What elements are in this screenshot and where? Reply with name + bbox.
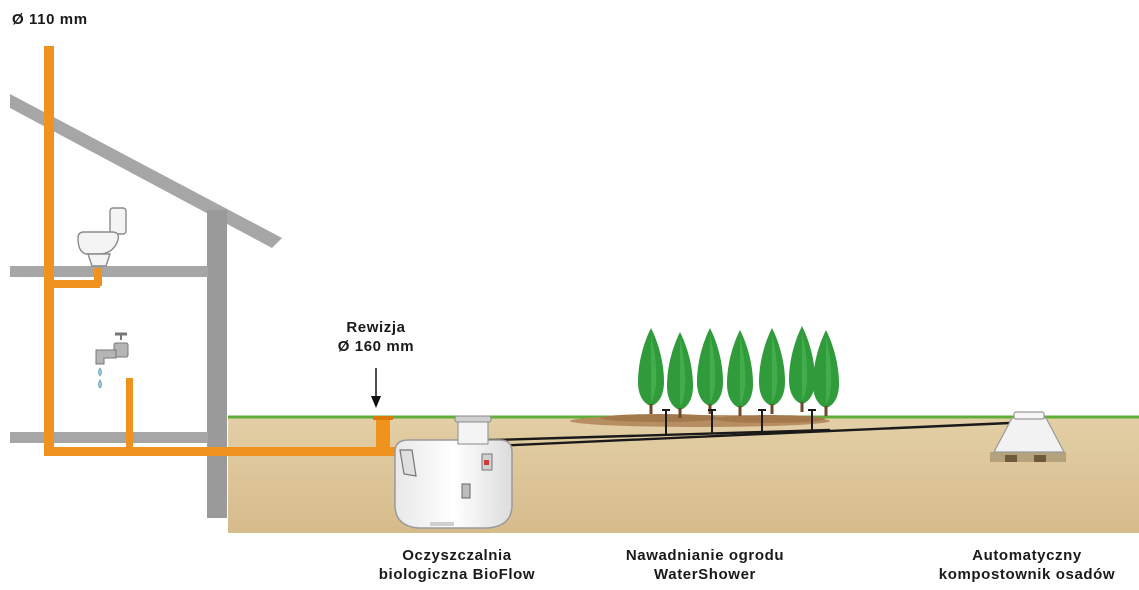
main-drain-pipe xyxy=(48,447,396,456)
trees xyxy=(638,326,839,418)
inspection-pipe xyxy=(376,418,390,450)
tree-icon xyxy=(813,330,839,416)
inspection-label: Rewizja Ø 160 mm xyxy=(306,318,446,356)
inspection-arrow xyxy=(371,368,381,408)
composter-label-line2: kompostownik osadów xyxy=(938,566,1116,583)
treatment-plant-label-line2: biologiczna BioFlow xyxy=(378,566,536,583)
irrigation-label-line1: Nawadnianie ogrodu xyxy=(625,547,785,564)
tree-icon xyxy=(638,328,664,414)
mulch xyxy=(570,414,830,427)
irrigation-label: Nawadnianie ogrodu WaterShower xyxy=(600,546,810,584)
tank-icon xyxy=(394,415,513,529)
tree-icon xyxy=(667,332,693,418)
treatment-plant-label: Oczyszczalnia biologiczna BioFlow xyxy=(352,546,562,584)
sewage-pipes xyxy=(44,46,396,456)
roof xyxy=(10,94,282,248)
composter-label-line1: Automatyczny xyxy=(972,547,1082,564)
treatment-plant-label-line1: Oczyszczalnia xyxy=(402,547,512,564)
tree-icon xyxy=(789,326,815,412)
inspection-label-line2: Ø 160 mm xyxy=(337,338,415,355)
ground-floor xyxy=(10,432,208,443)
toilet-icon xyxy=(77,207,127,267)
vent-pipe-label: Ø 110 mm xyxy=(12,11,88,28)
composter-icon xyxy=(990,411,1066,462)
composter-label: Automatyczny kompostownik osadów xyxy=(918,546,1136,584)
vent-pipe xyxy=(44,46,54,456)
upper-floor xyxy=(10,266,208,277)
tree-icon xyxy=(697,328,723,414)
faucet-icon xyxy=(95,332,129,389)
inspection-label-line1: Rewizja xyxy=(346,319,406,336)
tree-icon xyxy=(727,330,753,416)
irrigation-stakes xyxy=(662,409,816,436)
house-wall xyxy=(207,210,227,518)
tree-icon xyxy=(759,328,785,414)
irrigation-label-line2: WaterShower xyxy=(654,566,756,583)
house xyxy=(10,94,282,518)
